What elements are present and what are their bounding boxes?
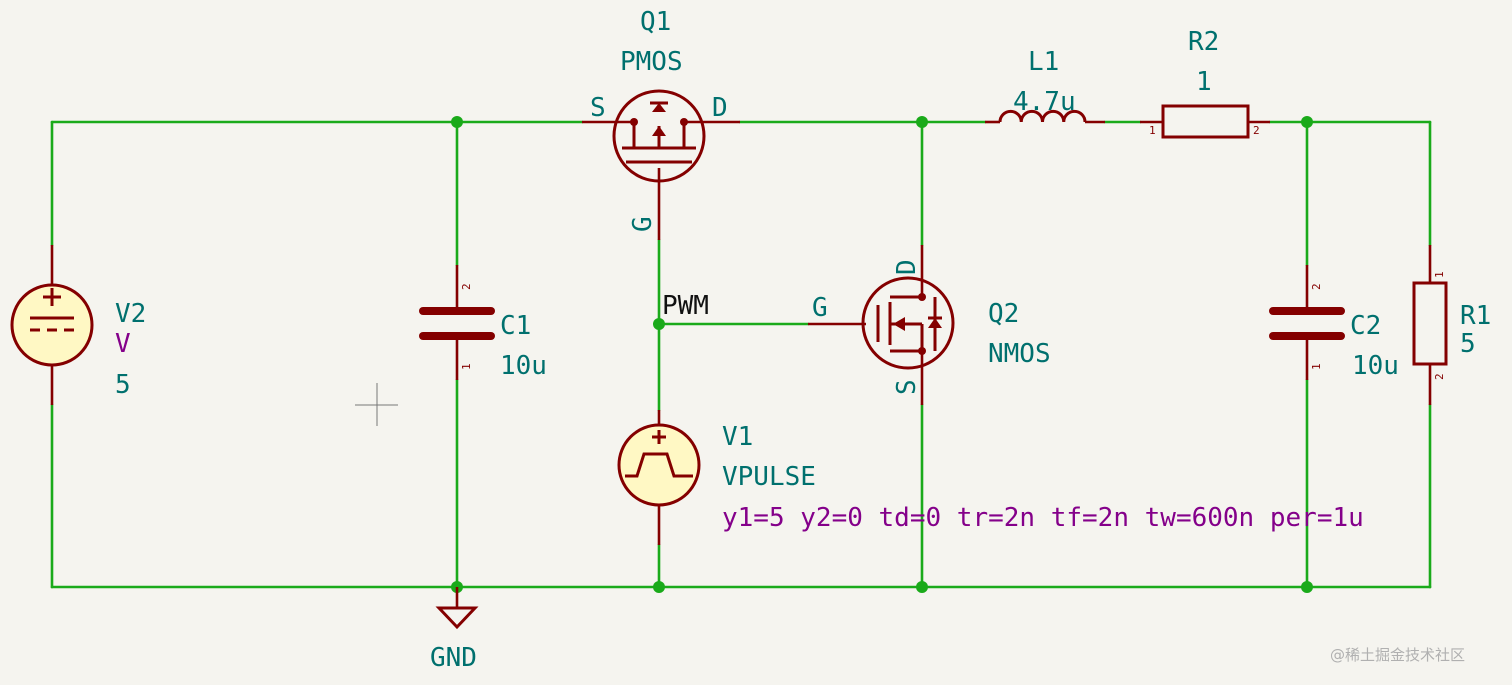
q2-pin-d: D [892, 259, 922, 275]
q1-value: PMOS [620, 47, 683, 77]
c1-ref: C1 [500, 311, 531, 341]
junction-dot [916, 581, 928, 593]
r1-value: 5 [1460, 329, 1476, 359]
q2-ref: Q2 [988, 299, 1019, 329]
junction-dot [451, 116, 463, 128]
inductor-icon [998, 109, 1087, 123]
r2-pin1: 1 [1149, 124, 1156, 137]
q1-pin-d: D [712, 93, 728, 123]
component-r2[interactable]: 1 2 [1140, 104, 1270, 139]
v1-ref: V1 [722, 422, 753, 452]
q1-pin-g: G [628, 216, 658, 232]
l1-value: 4.7u [1013, 87, 1076, 117]
resistor-icon [1412, 281, 1448, 366]
junction-dot [1301, 581, 1313, 593]
net-label-pwm[interactable]: PWM [662, 291, 709, 321]
q2-value: NMOS [988, 339, 1051, 369]
wires [50, 120, 1432, 589]
q1-pin-s: S [590, 93, 606, 123]
nmos-transistor-icon [861, 276, 955, 370]
component-l1[interactable] [985, 109, 1105, 124]
v2-ref: V2 [115, 299, 146, 329]
r1-ref: R1 [1460, 301, 1491, 331]
c1-value: 10u [500, 351, 547, 381]
c2-ref: C2 [1350, 311, 1381, 341]
pulse-source-icon [617, 423, 701, 507]
voltage-source-icon [10, 283, 94, 367]
r2-pin2: 2 [1253, 124, 1260, 137]
component-c1[interactable]: 2 1 [419, 265, 495, 380]
c2-value: 10u [1352, 351, 1399, 381]
r1-pin2: 2 [1433, 373, 1446, 380]
l1-ref: L1 [1028, 47, 1059, 77]
v2-value: V [115, 329, 131, 359]
junction-dot [653, 318, 665, 330]
junction-dot [1301, 116, 1313, 128]
q2-pin-g: G [812, 293, 828, 323]
v1-param: y1=5 y2=0 td=0 tr=2n tf=2n tw=600n per=1… [722, 503, 1364, 533]
gnd-symbol[interactable] [435, 587, 479, 630]
v1-value: VPULSE [722, 462, 816, 492]
v2-param: 5 [115, 370, 131, 400]
junctions [451, 116, 1313, 593]
component-v1[interactable] [617, 410, 701, 545]
junction-dot [653, 581, 665, 593]
component-c2[interactable]: 2 1 [1269, 265, 1345, 380]
resistor-icon [1161, 104, 1250, 139]
c2-pin1: 1 [1310, 363, 1323, 370]
crosshair-cursor-icon [355, 383, 398, 426]
component-q1[interactable] [582, 89, 740, 240]
pmos-transistor-icon [612, 89, 706, 183]
q2-pin-s: S [892, 379, 922, 395]
r2-value: 1 [1196, 67, 1212, 97]
gnd-label: GND [430, 643, 477, 673]
c1-pin2: 2 [460, 283, 473, 290]
component-q2[interactable] [808, 245, 955, 405]
watermark: @稀土掘金技术社区 [1330, 646, 1465, 664]
component-v2[interactable] [10, 245, 94, 405]
ground-icon [435, 606, 479, 630]
component-r1[interactable]: 1 2 [1412, 245, 1448, 405]
c2-pin2: 2 [1310, 283, 1323, 290]
r1-pin1: 1 [1433, 271, 1446, 278]
junction-dot [916, 116, 928, 128]
c1-pin1: 1 [460, 363, 473, 370]
r2-ref: R2 [1188, 27, 1219, 57]
q1-ref: Q1 [640, 7, 671, 37]
